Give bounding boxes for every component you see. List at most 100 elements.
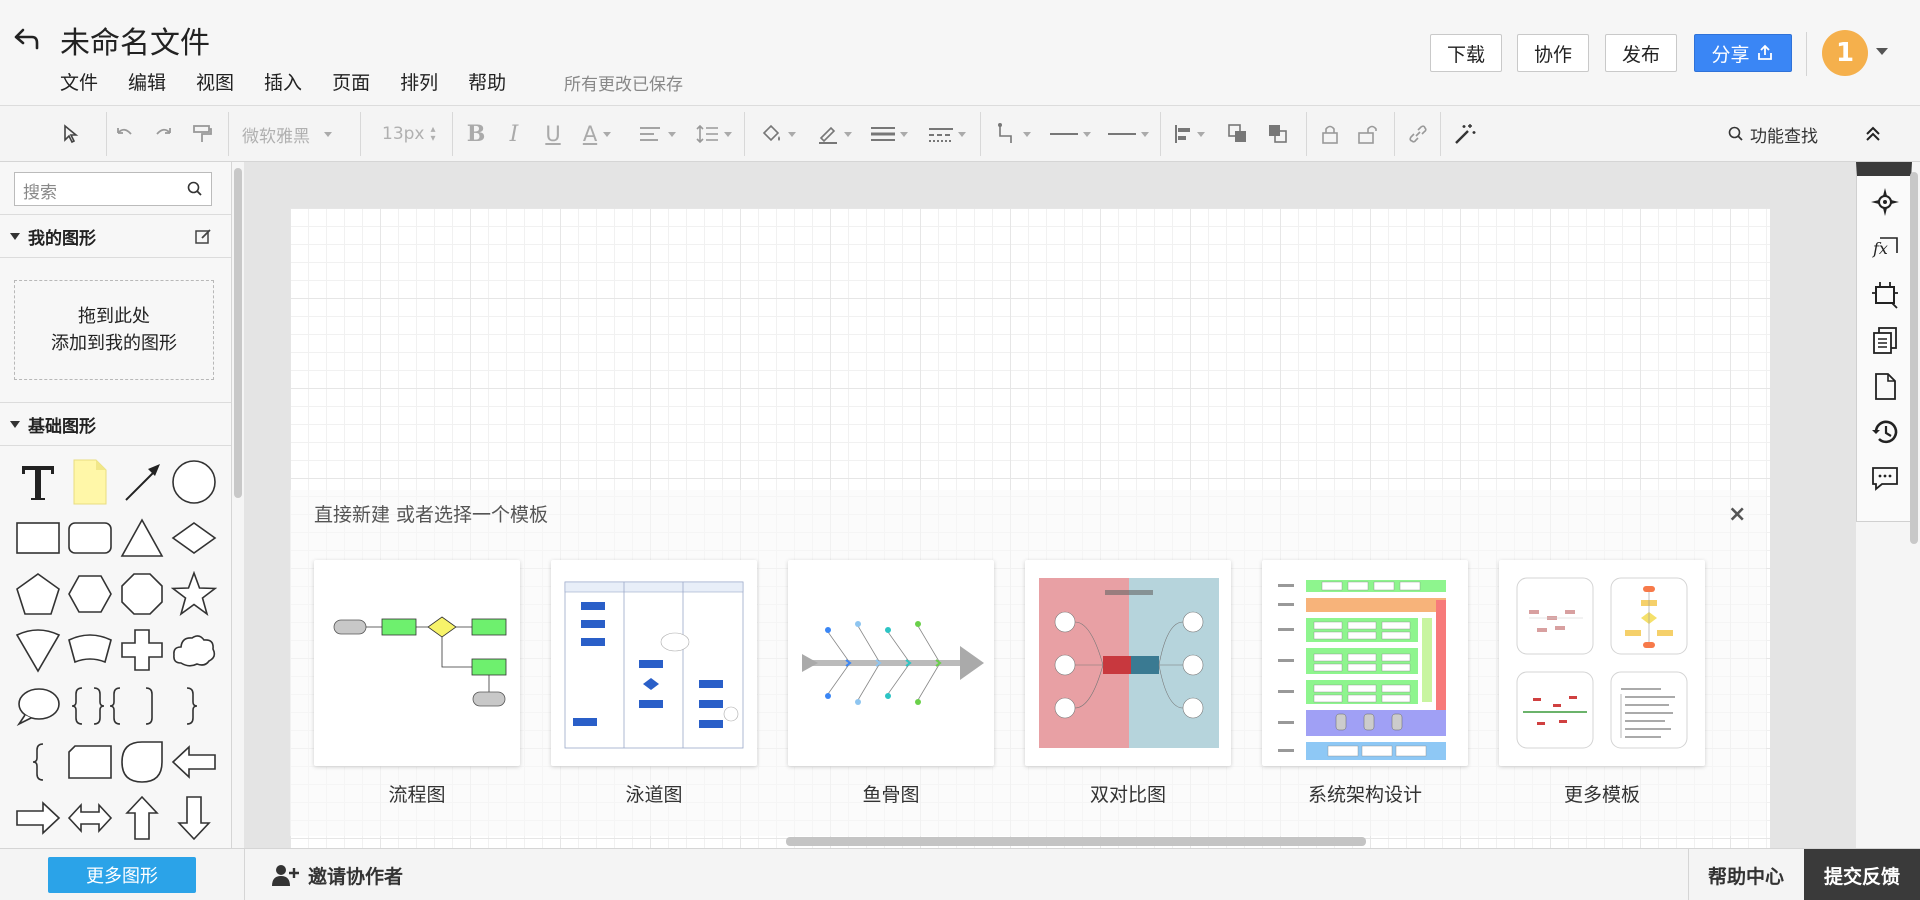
diamond-shape[interactable] [170,514,218,562]
sector-shape[interactable] [14,626,62,674]
template-card-more[interactable] [1499,560,1705,766]
more-shapes-button[interactable]: 更多图形 [48,857,196,893]
menu-file[interactable]: 文件 [60,72,99,94]
collapse-toolbar-icon[interactable] [1858,118,1888,150]
tape-shape[interactable] [66,738,114,786]
template-card-architecture[interactable] [1262,560,1468,766]
navigator-icon[interactable] [1869,186,1901,218]
bold-icon[interactable]: B [466,121,486,147]
cloud-shape[interactable] [170,626,218,674]
rounded-rectangle-shape[interactable] [66,514,114,562]
line-width-icon[interactable] [866,118,912,150]
underline-icon[interactable]: U [545,122,561,146]
feature-search-button[interactable]: 功能查找 [1728,118,1818,150]
undo-icon[interactable] [110,118,138,150]
double-arrow-shape[interactable] [66,794,114,842]
basic-shapes-header[interactable]: 基础图形 [0,402,231,446]
line-height-icon[interactable] [692,118,736,150]
template-card-swimlane[interactable] [551,560,757,766]
invite-collaborator-button[interactable]: 邀请协作者 [270,859,403,891]
template-card-fishbone[interactable] [788,560,994,766]
avatar[interactable]: 1 [1822,30,1868,76]
font-size-stepper[interactable]: 13px ▴▾ [382,118,444,150]
right-arrow-shape[interactable] [14,794,62,842]
rectangle-shape[interactable] [14,514,62,562]
font-family-select[interactable]: 微软雅黑 [242,118,352,150]
menu-help[interactable]: 帮助 [468,72,507,94]
page-size-icon[interactable] [1869,278,1901,310]
lock-icon[interactable] [1316,118,1344,150]
align-icon[interactable] [634,118,680,150]
menu-insert[interactable]: 插入 [264,72,303,94]
comparison-thumbnail [1039,578,1219,748]
history-icon[interactable] [1869,416,1901,448]
left-panel-scrollbar[interactable] [234,168,242,498]
menu-edit[interactable]: 编辑 [128,72,167,94]
canvas-horizontal-scrollbar[interactable] [786,837,1366,846]
shape-search-input[interactable]: 搜索 [14,172,212,206]
help-center-button[interactable]: 帮助中心 [1707,865,1784,888]
link-icon[interactable] [1404,118,1432,150]
brace-pair-shape[interactable] [66,682,162,730]
send-back-icon[interactable] [1264,118,1292,150]
text-shape[interactable] [14,458,62,506]
callout-shape[interactable] [14,682,62,730]
pentagon-shape[interactable] [14,570,62,618]
format-painter-icon[interactable] [188,118,216,150]
line-dash-icon[interactable] [924,118,970,150]
down-arrow-shape[interactable] [170,794,218,842]
hexagon-shape[interactable] [66,570,114,618]
edit-icon[interactable] [194,228,212,246]
close-icon[interactable]: × [1728,502,1747,527]
submit-feedback-button[interactable]: 提交反馈 [1804,849,1920,900]
triangle-shape[interactable] [118,514,166,562]
bottom-divider [1688,849,1689,900]
bring-front-icon[interactable] [1224,118,1252,150]
share-button[interactable]: 分享 [1694,34,1792,72]
redo-icon[interactable] [150,118,178,150]
note-shape[interactable] [66,458,114,506]
document-icon[interactable] [1869,370,1901,402]
menu-view[interactable]: 视图 [196,72,235,94]
template-card-flowchart[interactable] [314,560,520,766]
line-end-icon[interactable] [1102,118,1154,150]
left-brace-shape[interactable] [14,738,62,786]
font-color-icon[interactable]: A [578,118,616,150]
left-arrow-shape[interactable] [170,738,218,786]
line-color-icon[interactable] [812,118,856,150]
rounded-corner-shape[interactable] [118,738,166,786]
search-icon[interactable] [187,181,203,197]
chevron-down-icon[interactable] [1876,48,1888,55]
my-shapes-drop-area[interactable]: 拖到此处 添加到我的图形 [14,280,214,380]
star-shape[interactable] [170,570,218,618]
arc-band-shape[interactable] [66,626,114,674]
circle-shape[interactable] [170,458,218,506]
italic-icon[interactable]: I [509,121,519,147]
octagon-shape[interactable] [118,570,166,618]
connector-style-icon[interactable] [990,118,1036,150]
arrow-line-shape[interactable] [118,458,166,506]
download-button[interactable]: 下载 [1430,34,1502,72]
up-arrow-shape[interactable] [118,794,166,842]
menu-page[interactable]: 页面 [332,72,371,94]
publish-button[interactable]: 发布 [1605,34,1677,72]
document-title[interactable]: 未命名文件 [60,26,210,61]
line-start-icon[interactable] [1044,118,1096,150]
pages-icon[interactable] [1869,324,1901,356]
collaborate-button[interactable]: 协作 [1517,34,1589,72]
format-select-icon[interactable] [56,118,86,150]
share-label: 分享 [1711,43,1750,66]
magic-wand-icon[interactable] [1450,118,1480,150]
comment-icon[interactable] [1869,462,1901,494]
right-brace-shape[interactable] [170,682,218,730]
menu-arrange[interactable]: 排列 [400,72,439,94]
unlock-icon[interactable] [1354,118,1382,150]
right-scrollbar[interactable] [1910,172,1918,544]
align-shapes-icon[interactable] [1170,118,1208,150]
fill-color-icon[interactable] [756,118,800,150]
back-arrow-icon[interactable] [12,24,42,54]
template-card-comparison[interactable] [1025,560,1231,766]
formula-icon[interactable]: fx [1869,232,1901,264]
my-shapes-header[interactable]: 我的图形 [0,214,231,258]
cross-shape[interactable] [118,626,166,674]
